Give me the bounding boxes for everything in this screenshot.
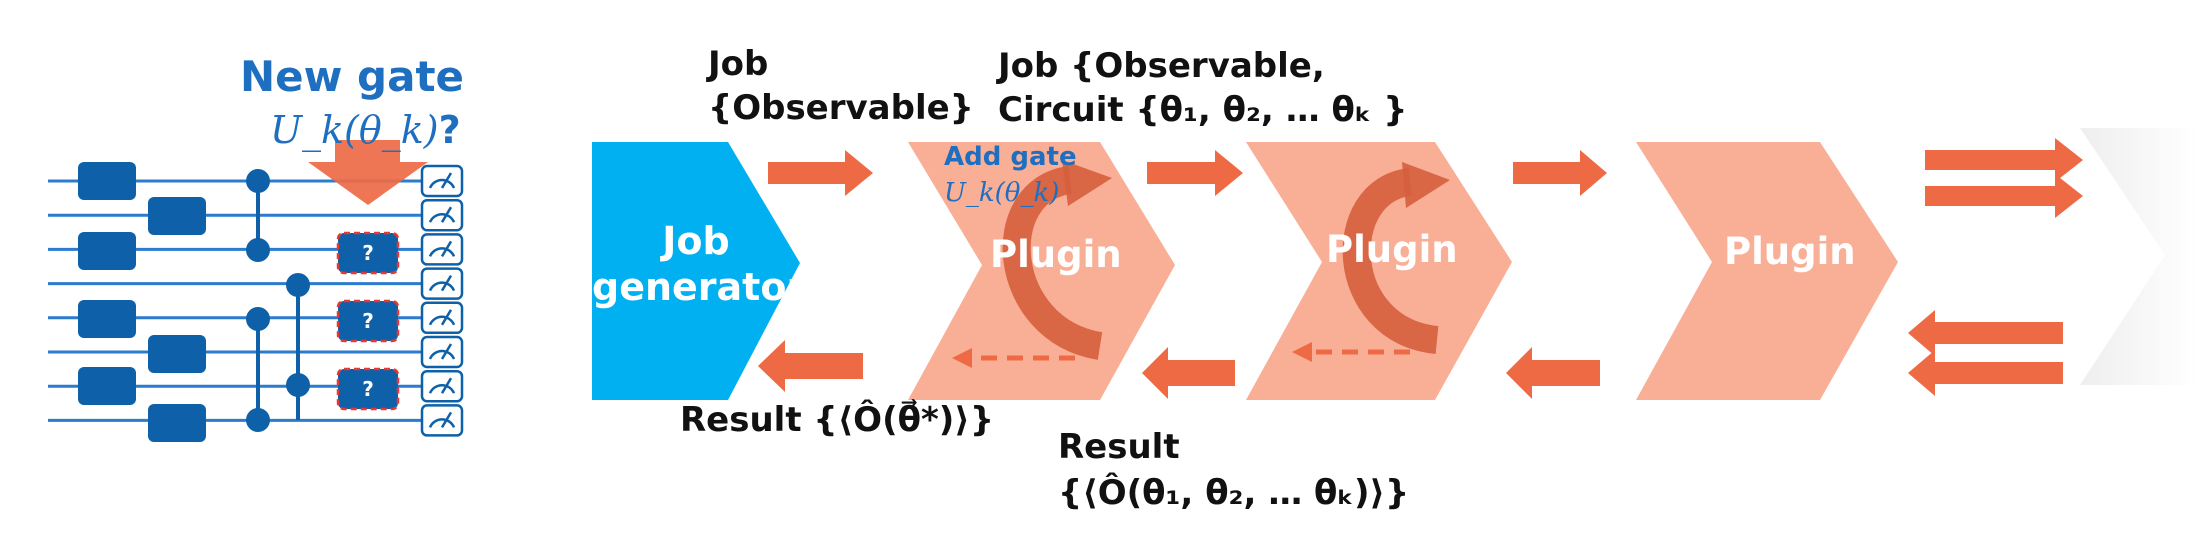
placeholder-gate: ?	[336, 367, 400, 411]
forward-arrows	[768, 138, 2083, 218]
left-arrow-icon	[1908, 310, 2063, 356]
gate-box	[78, 232, 136, 270]
add-gate-formula: U_k(θ_k)	[944, 178, 1060, 208]
plugin-label: Plugin	[1724, 230, 1856, 273]
meter-icon	[420, 233, 464, 266]
meter-icon	[420, 164, 464, 198]
left-arrow-icon	[1506, 347, 1600, 399]
dashed-question-box-icon: ?	[362, 309, 374, 333]
plugin-label: Plugin	[1326, 228, 1458, 271]
right-arrow-icon	[1147, 150, 1243, 196]
label-line: Circuit {θ₁, θ₂, … θₖ }	[998, 90, 1408, 130]
meter-icon	[420, 301, 464, 335]
return-arrows	[758, 310, 2063, 399]
label-line: Job	[708, 44, 769, 84]
meter-icon	[420, 404, 464, 437]
plugin-label: Plugin	[990, 233, 1122, 276]
gate-box	[78, 162, 136, 200]
quantum-circuit: ? ? ?	[48, 140, 464, 442]
dashed-question-box-icon: ?	[362, 241, 374, 265]
question-mark: ?	[438, 108, 461, 152]
result-label-1: Result {⟨Ô(θ⃗*)⟩}	[680, 400, 995, 440]
control-dot	[246, 238, 270, 262]
job-generator-line: Job	[662, 219, 730, 263]
gate-formula: U_k(θ_k)	[270, 108, 439, 152]
left-arrow-icon	[1142, 347, 1235, 399]
measurement-column	[420, 164, 464, 437]
control-dot	[286, 373, 310, 397]
job-circuit-label: Job {Observable, Circuit {θ₁, θ₂, … θₖ }	[998, 44, 1408, 132]
plugin-block	[908, 142, 1175, 400]
curved-arrow-icon	[1342, 162, 1450, 354]
label-line: {Observable}	[708, 88, 974, 128]
result-label-2: Result {⟨Ô(θ₁, θ₂, … θₖ)⟩}	[1058, 424, 1409, 516]
down-arrow-icon	[308, 140, 428, 205]
plugin-block	[1636, 142, 1898, 400]
label-line: Job {Observable,	[998, 46, 1325, 86]
gate-box	[148, 335, 206, 373]
gate-box	[148, 404, 206, 442]
gate-box	[148, 197, 206, 235]
right-arrow-icon	[1925, 138, 2083, 182]
meter-icon	[420, 335, 464, 369]
new-gate-title: New gate	[240, 52, 465, 101]
meter-icon	[420, 369, 464, 403]
plugin-block	[1246, 142, 1512, 400]
job-generator-block	[592, 142, 800, 400]
dashed-question-box-icon: ?	[362, 377, 374, 401]
dashed-arrow-head	[1292, 342, 1312, 362]
new-gate-formula: U_k(θ_k)?	[270, 108, 461, 152]
dashed-arrow-head	[952, 348, 972, 368]
gate-box	[78, 300, 136, 338]
right-arrow-icon	[768, 150, 873, 196]
left-arrow-icon	[1908, 350, 2063, 396]
curved-arrow-icon	[1002, 160, 1112, 360]
placeholder-gate: ?	[336, 231, 400, 275]
placeholder-gate: ?	[336, 299, 400, 343]
job-generator-label: Job generator	[592, 218, 806, 310]
job-observable-label: Job {Observable}	[708, 42, 974, 130]
faded-plugin-block	[2080, 128, 2197, 385]
control-dot	[246, 408, 270, 432]
left-arrow-icon	[758, 340, 863, 392]
gate-box	[78, 367, 136, 405]
right-arrow-icon	[1925, 174, 2083, 218]
right-arrow-icon	[1513, 150, 1607, 196]
control-dot	[246, 307, 270, 331]
meter-icon	[420, 198, 464, 232]
meter-icon	[420, 267, 464, 300]
result-title: Result	[1058, 427, 1180, 467]
result-value: {⟨Ô(θ₁, θ₂, … θₖ)⟩}	[1058, 473, 1410, 513]
add-gate-label: Add gate	[944, 142, 1077, 172]
job-generator-line: generator	[592, 265, 806, 309]
control-dot	[286, 273, 310, 297]
control-dot	[246, 169, 270, 193]
